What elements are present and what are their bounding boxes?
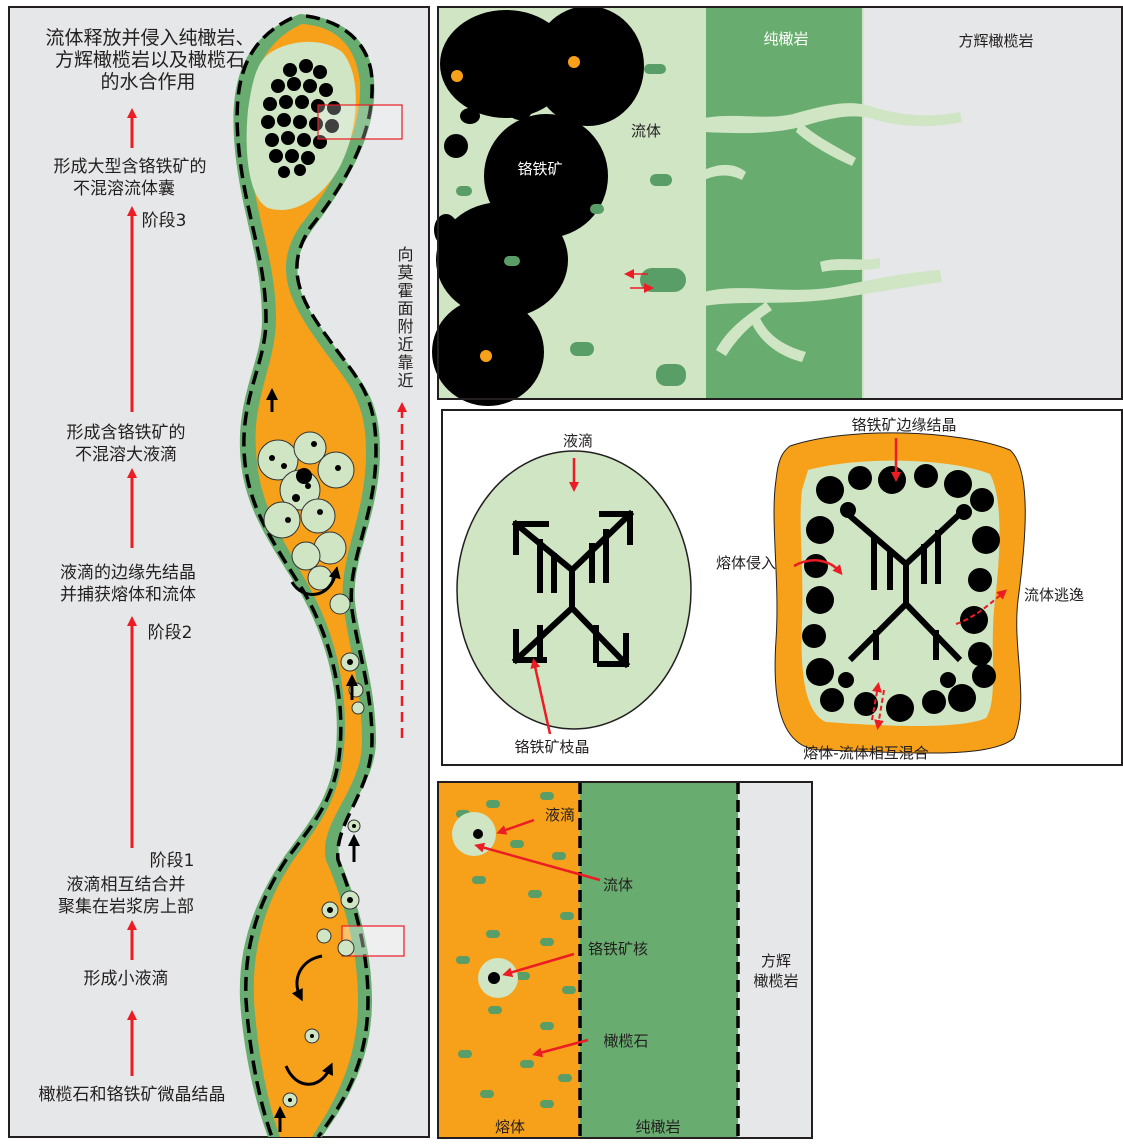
label-pure-dunite-b: 纯橄岩: [635, 1118, 680, 1136]
stage-text: 不混溶大液滴: [75, 445, 177, 465]
label-dendrite: 铬铁矿枝晶: [514, 738, 589, 756]
stage-text: 阶段1: [150, 851, 195, 871]
left-panel: 流体释放并侵入纯橄岩、 方辉橄榄岩以及橄榄石 的水合作用 形成大型含铬铁矿的 不…: [9, 7, 429, 1137]
stage-text: 方辉橄榄岩以及橄榄石: [55, 49, 245, 71]
top-right-panel: 纯橄岩 方辉橄榄岩 流体 铬铁矿: [432, 6, 1122, 406]
stage-text: 形成大型含铬铁矿的: [54, 157, 207, 177]
stage-text: 不混溶流体囊: [73, 179, 175, 199]
label-fluid-escape: 流体逃逸: [1024, 586, 1084, 604]
stage-text: 流体释放并侵入纯橄岩、: [45, 27, 254, 49]
label-fluid-b: 流体: [603, 876, 633, 894]
stage-text: 阶段2: [148, 623, 193, 643]
bottom-right-panel: 液滴 流体 铬铁矿核 橄榄石 熔体 纯橄岩 方辉 橄榄岩: [438, 782, 812, 1138]
moho-label: 向莫霍面附近靠近: [395, 246, 414, 390]
highlight-box-top: [318, 105, 402, 139]
stage-text: 聚集在岩浆房上部: [58, 897, 194, 917]
label-fluid: 流体: [631, 122, 661, 140]
label-pure-dunite: 纯橄岩: [763, 30, 808, 48]
label-harzburgite-b: 方辉: [761, 952, 791, 970]
label-rim-crystallization: 铬铁矿边缘结晶: [851, 416, 956, 434]
stage-text: 液滴相互结合并: [67, 875, 186, 895]
label-droplet: 液滴: [563, 432, 593, 450]
label-melt-intrusion: 熔体侵入: [716, 554, 776, 572]
label-harzburgite-b: 橄榄岩: [753, 972, 798, 990]
stage-text: 橄榄石和铬铁矿微晶结晶: [39, 1085, 226, 1105]
stage-text: 并捕获熔体和流体: [60, 585, 196, 605]
stage-text: 的水合作用: [100, 71, 195, 93]
stage-text: 液滴的边缘先结晶: [60, 563, 196, 583]
stage-text: 形成小液滴: [84, 969, 169, 989]
label-mixing: 熔体-流体相互混合: [803, 744, 928, 762]
label-harzburgite: 方辉橄榄岩: [958, 32, 1033, 50]
stage-text: 阶段3: [142, 211, 187, 231]
stage-text: 形成含铬铁矿的: [67, 423, 186, 443]
middle-right-panel: 液滴 铬铁矿枝晶 铬铁矿边缘结晶 熔体侵入 流体逃逸 熔体-流体相互混合: [442, 410, 1122, 765]
label-chromite: 铬铁矿: [517, 160, 562, 178]
label-melt: 熔体: [495, 1118, 525, 1136]
label-droplet-b: 液滴: [545, 806, 575, 824]
label-olivine: 橄榄石: [603, 1032, 648, 1050]
label-chromite-core: 铬铁矿核: [588, 940, 648, 958]
